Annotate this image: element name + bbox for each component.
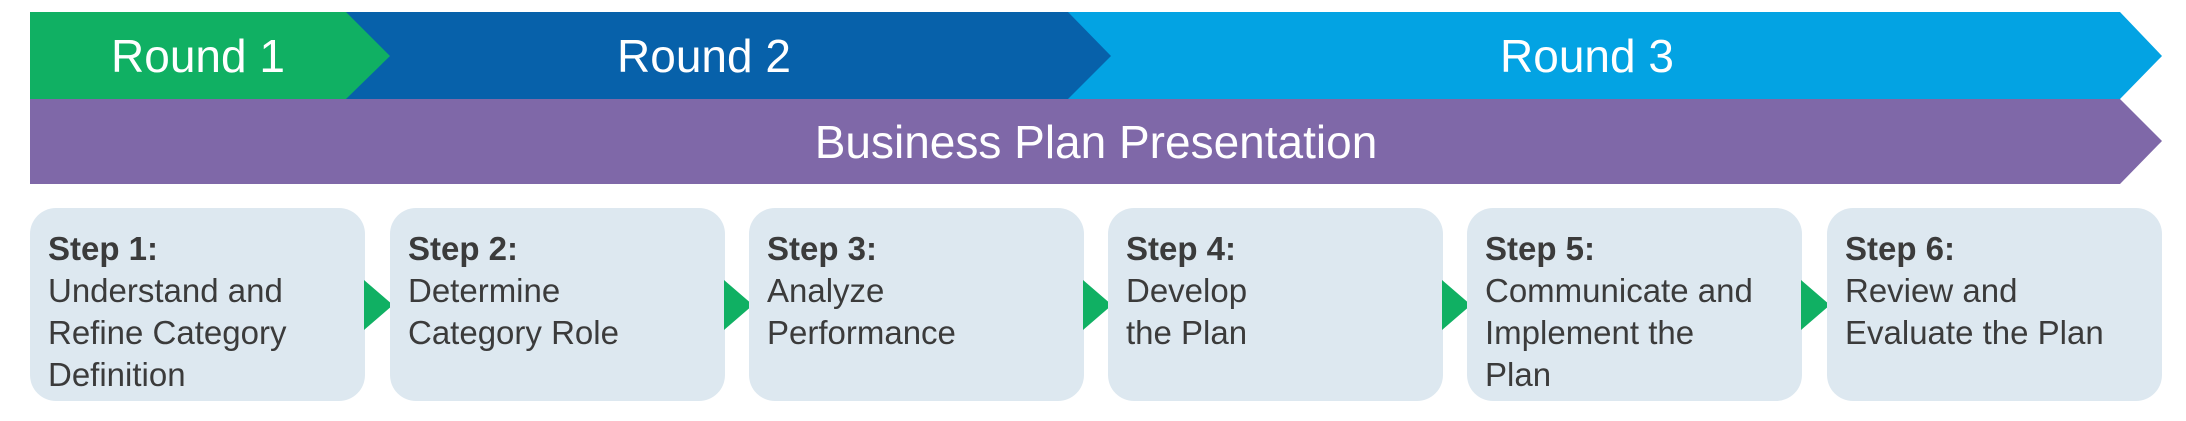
- step-1-line-2: Refine Category: [48, 314, 287, 351]
- step-arrow-icon: [724, 280, 753, 330]
- step-2-line-2: Category Role: [408, 314, 619, 351]
- step-5-title: Step 5:: [1485, 230, 1596, 267]
- round-2-label: Round 2: [617, 30, 791, 82]
- step-3-box: Step 3: Analyze Performance: [749, 208, 1084, 401]
- round-1-label: Round 1: [111, 30, 285, 82]
- step-6-line-2: Evaluate the Plan: [1845, 314, 2104, 351]
- round-1-band: [30, 12, 390, 99]
- process-bands: [30, 12, 2162, 184]
- step-6-line-1: Review and: [1845, 272, 2018, 309]
- step-arrow-icon: [1083, 280, 1112, 330]
- step-4-title: Step 4:: [1126, 230, 1237, 267]
- step-1-line-1: Understand and: [48, 272, 283, 309]
- round-3-band: [1040, 12, 2162, 99]
- round-3-label: Round 3: [1500, 30, 1674, 82]
- step-4-box: Step 4: Develop the Plan: [1108, 208, 1443, 401]
- step-3-line-2: Performance: [767, 314, 956, 351]
- round-2-band: [346, 12, 1111, 99]
- step-3-line-1: Analyze: [767, 272, 885, 309]
- step-6-box: Step 6: Review and Evaluate the Plan: [1827, 208, 2162, 401]
- step-4-line-2: the Plan: [1126, 314, 1248, 351]
- step-2-box: Step 2: Determine Category Role: [390, 208, 725, 401]
- step-3-title: Step 3:: [767, 230, 878, 267]
- step-5-box: Step 5: Communicate and Implement the Pl…: [1467, 208, 1802, 401]
- step-1-box: Step 1: Understand and Refine Category D…: [30, 208, 365, 401]
- step-arrow-icon: [364, 280, 393, 330]
- step-6-title: Step 6:: [1845, 230, 1956, 267]
- step-4-line-1: Develop: [1126, 272, 1248, 309]
- business-plan-presentation-band: [30, 99, 2162, 184]
- step-arrow-icon: [1801, 280, 1830, 330]
- presentation-label: Business Plan Presentation: [814, 116, 1378, 168]
- step-1-title: Step 1:: [48, 230, 159, 267]
- step-5-line-3: Plan: [1485, 356, 1552, 393]
- step-2-line-1: Determine: [408, 272, 561, 309]
- step-2-title: Step 2:: [408, 230, 519, 267]
- step-5-line-2: Implement the: [1485, 314, 1695, 351]
- step-1-line-3: Definition: [48, 356, 186, 393]
- step-arrow-icon: [1442, 280, 1471, 330]
- step-5-line-1: Communicate and: [1485, 272, 1753, 309]
